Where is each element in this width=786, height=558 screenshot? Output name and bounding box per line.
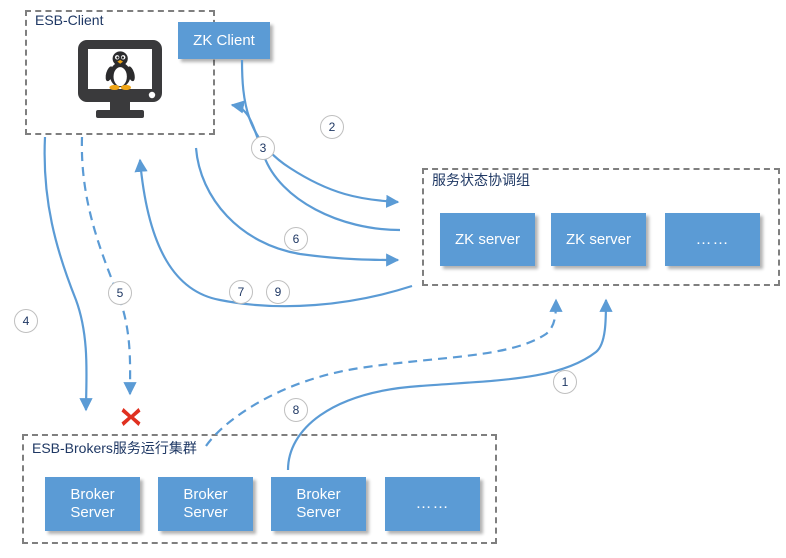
zk-client-box[interactable]: ZK Client: [178, 22, 270, 59]
step-circle-4: 4: [14, 309, 38, 333]
group-brokers-label: ESB-Brokers服务运行集群: [30, 440, 199, 456]
group-coordination-label: 服务状态协调组: [430, 172, 532, 188]
group-esb-client: [25, 10, 215, 135]
broker-server-node-3[interactable]: Broker Server: [271, 477, 366, 531]
step-circle-5: 5: [108, 281, 132, 305]
group-esb-client-label: ESB-Client: [33, 12, 106, 28]
step-circle-2: 2: [320, 115, 344, 139]
step-circle-9: 9: [266, 280, 290, 304]
broker-server-node-1[interactable]: Broker Server: [45, 477, 140, 531]
step-circle-6: 6: [284, 227, 308, 251]
step-circle-1: 1: [553, 370, 577, 394]
zk-server-node-more[interactable]: ……: [665, 213, 760, 266]
zk-server-node-2[interactable]: ZK server: [551, 213, 646, 266]
wire-5-client-to-failed-broker: [80, 136, 137, 396]
broker-server-node-2[interactable]: Broker Server: [158, 477, 253, 531]
step-circle-7: 7: [229, 280, 253, 304]
step-circle-3: 3: [251, 136, 275, 160]
linux-monitor-icon: [72, 38, 168, 122]
zk-server-node-1[interactable]: ZK server: [440, 213, 535, 266]
broker-server-node-more[interactable]: ……: [385, 477, 480, 531]
wire-8-broker-heartbeat: [205, 298, 563, 447]
wire-4-client-to-broker: [43, 136, 93, 412]
group-coordination: [422, 168, 780, 286]
step-circle-8: 8: [284, 398, 308, 422]
wire-3-zk-to-client: [230, 100, 401, 232]
red-x-icon: [119, 405, 143, 429]
